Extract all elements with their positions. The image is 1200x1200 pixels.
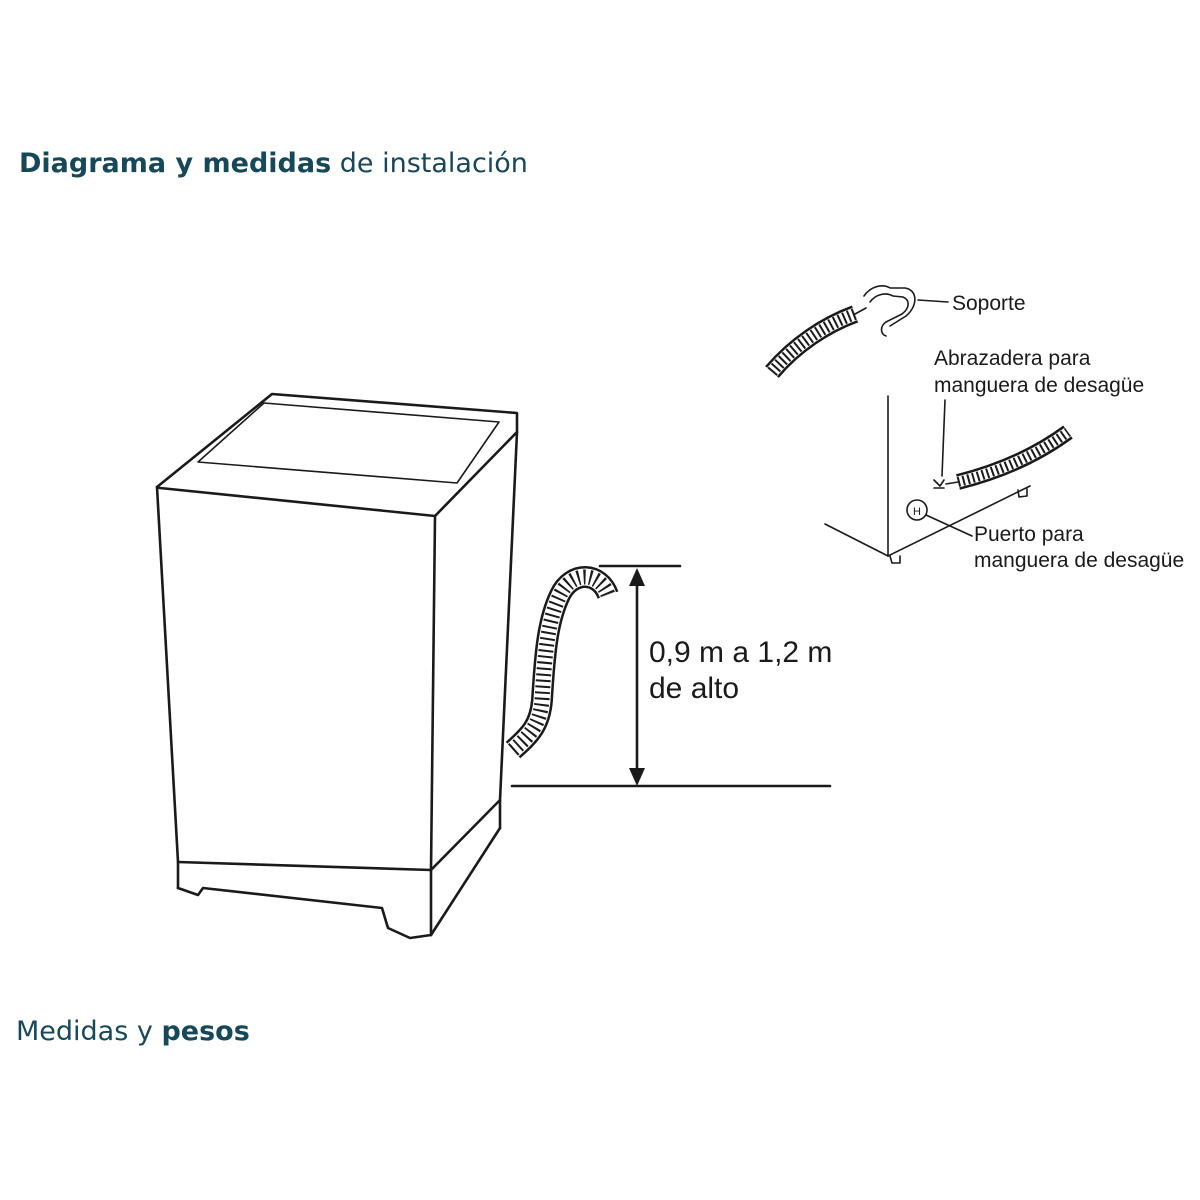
support-hook-outer (863, 285, 916, 327)
clamp-icon (933, 479, 945, 489)
machine-lid-panel (197, 402, 500, 484)
machine-front-left-edge (155, 485, 180, 890)
back-corner-detail: Abrazadera para manguera de desagüe H Pu… (824, 347, 1184, 572)
machine-bottom-front (176, 886, 433, 940)
port-label-line2: manguera de desagüe (974, 549, 1184, 572)
title-regular-part: de instalación (339, 148, 528, 179)
back-hose-nozzle (945, 481, 959, 485)
detail-hose-nozzle (854, 307, 867, 315)
corner-bottom-right-edge (887, 485, 1031, 557)
clamp-leader-line (941, 399, 946, 477)
machine-base-band-side (429, 798, 502, 872)
clamp-label-line2: manguera de desagüe (934, 374, 1144, 397)
title-bold-part: pesos (161, 1016, 250, 1047)
title-bold-part: Diagrama y medidas (19, 148, 332, 179)
machine-side-right-edge (498, 430, 519, 830)
section-title-install-diagram: Diagrama y medidas de instalación (19, 148, 528, 179)
support-hook-tip (880, 321, 887, 337)
corner-foot-left (889, 555, 901, 564)
support-hook-inner (869, 293, 909, 323)
port-leader-line (925, 514, 973, 537)
drain-port-mark: H (913, 506, 921, 518)
clamp-label-line1: Abrazadera para (934, 347, 1091, 370)
support-label: Soporte (952, 292, 1026, 315)
drain-hose-ribs (508, 569, 616, 756)
drain-hose-drawing (505, 566, 619, 759)
arrowhead-up (629, 568, 645, 586)
back-hose-ribs (956, 427, 1071, 487)
machine-front-right-edge (429, 514, 437, 937)
port-label-line1: Puerto para (974, 523, 1084, 546)
support-leader-line (917, 299, 949, 303)
corner-foot-right (1017, 488, 1028, 498)
machine-top-face (155, 392, 519, 518)
machine-bottom-side (429, 826, 502, 937)
drain-port-icon (906, 499, 928, 521)
title-regular-part: Medidas y (16, 1016, 153, 1047)
support-detail: Soporte (765, 285, 1026, 378)
corner-bottom-left-edge (824, 523, 889, 557)
washing-machine-drawing (155, 392, 519, 940)
section-title-sizes-weights: Medidas y pesos (16, 1016, 250, 1047)
height-label-line1: 0,9 m a 1,2 m (649, 636, 832, 669)
height-label-line2: de alto (649, 672, 739, 705)
height-dimension: 0,9 m a 1,2 m de alto (510, 564, 832, 788)
machine-base-band-front (176, 860, 433, 872)
detail-hose-ribs (767, 308, 858, 376)
arrowhead-down (629, 768, 645, 786)
